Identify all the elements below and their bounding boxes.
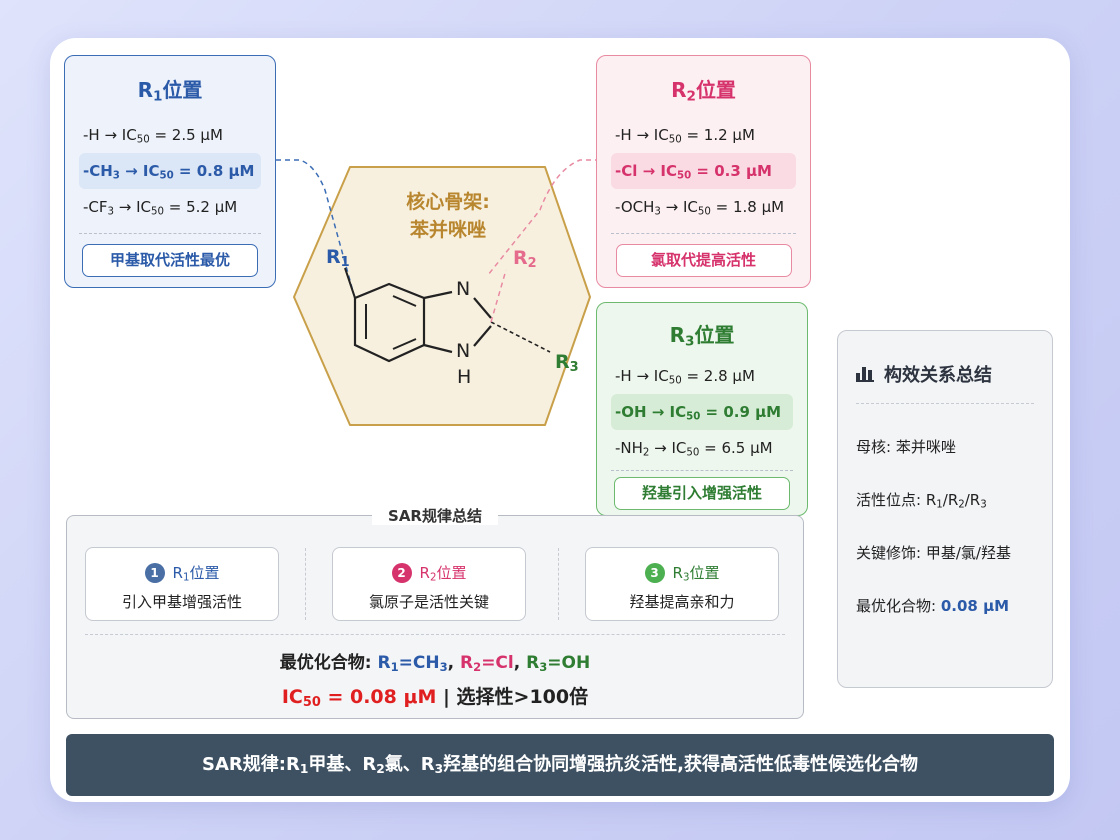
core-label-line2: 苯并咪唑 — [409, 219, 486, 241]
number-1-icon: 1 — [144, 562, 165, 583]
summary-best: 最优化合物: 0.08 μM — [856, 597, 1010, 615]
r2-panel: R2位置 -H → IC50 = 1.2 μM -Cl → IC50 = 0.3… — [596, 55, 811, 288]
sar-rule-r1-desc: 引入甲基增强活性 — [121, 593, 242, 611]
summary-box: 构效关系总结 母核: 苯并咪唑 活性位点: R1/R2/R3 关键修饰: 甲基/… — [837, 330, 1053, 688]
number-3-icon: 3 — [644, 562, 665, 583]
atom-n-bottom: N — [456, 340, 471, 362]
sar-title: SAR规律总结 — [67, 505, 803, 526]
r3-panel: R3位置 -H → IC50 = 2.8 μM -OH → IC50 = 0.9… — [596, 302, 808, 516]
r3-atom-label: R3 — [555, 351, 579, 376]
r1-panel-title: R1位置 — [137, 78, 203, 105]
sar-rule-r3-desc: 羟基提高亲和力 — [629, 593, 735, 611]
r3-row-oh: -OH → IC50 = 0.9 μM — [611, 394, 793, 430]
atom-h: H — [457, 366, 472, 388]
summary-title: 构效关系总结 — [856, 361, 1034, 387]
summary-sites: 活性位点: R1/R2/R3 — [856, 491, 987, 511]
core-label-line1: 核心骨架: — [406, 191, 490, 213]
r3-divider — [611, 470, 793, 471]
atom-n-top: N — [456, 278, 471, 300]
r2-divider — [611, 233, 796, 234]
r1-row-cf3: -CF3 → IC50 = 5.2 μM — [83, 198, 238, 218]
r1-atom-label: R1 — [326, 246, 350, 271]
r3-panel-title: R3位置 — [669, 323, 735, 350]
r1-row-h: -H → IC50 = 2.5 μM — [83, 126, 223, 146]
r2-atom-label: R2 — [513, 247, 537, 272]
sar-divider — [85, 634, 785, 635]
core-label: 核心骨架: 苯并咪唑 — [372, 188, 524, 244]
summary-divider — [856, 403, 1034, 404]
r2-row-cl: -Cl → IC50 = 0.3 μM — [611, 153, 796, 189]
sar-vsep-2 — [558, 548, 559, 620]
r2-row-och3: -OCH3 → IC50 = 1.8 μM — [615, 198, 785, 218]
r1-divider — [79, 233, 261, 234]
r2-panel-title: R2位置 — [671, 78, 736, 105]
r3-tag: 羟基引入增强活性 — [614, 477, 790, 510]
sar-best-compound: 最优化合物: R1=CH3, R2=Cl, R3=OH — [279, 653, 591, 674]
footer-banner: SAR规律:R1甲基、R2氯、R3羟基的组合协同增强抗炎活性,获得高活性低毒性候… — [66, 734, 1054, 796]
sar-rule-r2-desc: 氯原子是活性关键 — [368, 593, 489, 611]
number-2-icon: 2 — [391, 562, 412, 583]
sar-vsep-1 — [305, 548, 306, 620]
r2-tag: 氯取代提高活性 — [615, 244, 792, 277]
bar-chart-icon — [856, 366, 874, 382]
r1-tag: 甲基取代活性最优 — [82, 244, 258, 277]
sar-ic50-line: IC50 = 0.08 μM | 选择性>100倍 — [281, 686, 589, 711]
r3-row-h: -H → IC50 = 2.8 μM — [615, 367, 755, 387]
summary-mods: 关键修饰: 甲基/氯/羟基 — [856, 544, 1011, 562]
r1-row-ch3: -CH3 → IC50 = 0.8 μM — [79, 153, 261, 189]
r2-row-h: -H → IC50 = 1.2 μM — [615, 126, 755, 146]
r3-row-nh2: -NH2 → IC50 = 6.5 μM — [615, 439, 773, 459]
summary-mother: 母核: 苯并咪唑 — [856, 438, 956, 456]
r1-panel: R1位置 -H → IC50 = 2.5 μM -CH3 → IC50 = 0.… — [64, 55, 276, 288]
